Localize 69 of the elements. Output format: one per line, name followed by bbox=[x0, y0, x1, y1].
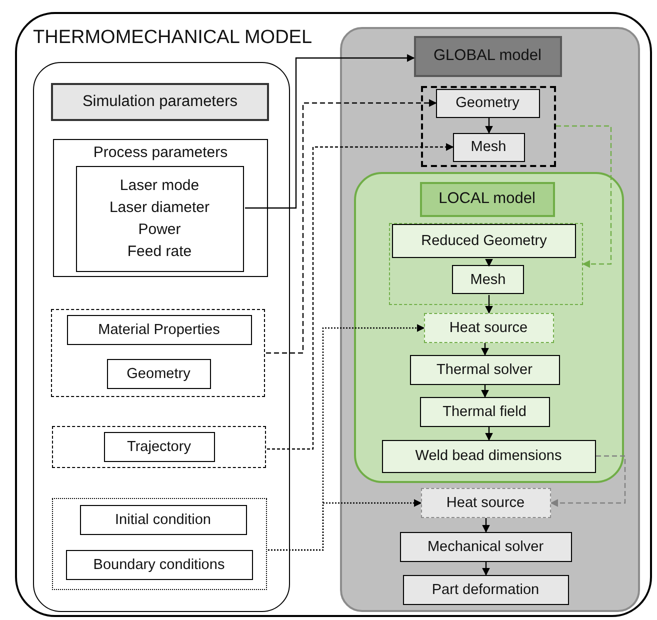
node-label: Part deformation bbox=[432, 582, 540, 598]
process-box bbox=[80, 504, 246, 534]
process-box bbox=[452, 132, 524, 162]
group-box bbox=[53, 139, 268, 277]
dashed-group bbox=[388, 222, 582, 304]
node-label: GLOBAL model bbox=[434, 47, 542, 65]
node-label: Thermal field bbox=[442, 404, 526, 420]
arrow bbox=[482, 518, 490, 533]
node-label: Boundary conditions bbox=[93, 556, 225, 572]
process-box bbox=[452, 265, 524, 294]
arrow bbox=[245, 54, 415, 209]
arrow bbox=[267, 143, 454, 450]
arrow bbox=[481, 385, 489, 398]
dashed-group bbox=[52, 426, 266, 468]
node-label: Mesh bbox=[470, 272, 506, 288]
node-label: Reduced Geometry bbox=[421, 233, 547, 249]
dotted-group bbox=[52, 498, 267, 590]
arrow bbox=[550, 455, 626, 507]
header-box bbox=[414, 36, 562, 76]
arrow bbox=[268, 499, 422, 551]
node-label: Initial condition bbox=[115, 512, 211, 528]
arrow bbox=[482, 562, 490, 576]
parameter-list-box bbox=[76, 166, 244, 272]
process-box bbox=[104, 432, 214, 462]
dashed-group bbox=[51, 309, 265, 397]
process-box bbox=[66, 314, 252, 344]
node-label: Mechanical solver bbox=[427, 538, 544, 554]
parameter-label: Laser mode bbox=[120, 176, 200, 196]
node-label: Material Properties bbox=[98, 322, 220, 338]
process-box bbox=[410, 354, 560, 384]
arrow bbox=[485, 118, 493, 134]
input-panel bbox=[32, 62, 290, 612]
node-label: Trajectory bbox=[127, 438, 191, 454]
diagram-heading: THERMOMECHANICAL MODEL bbox=[33, 27, 312, 49]
process-box bbox=[436, 88, 540, 118]
process-box bbox=[420, 488, 550, 518]
process-box bbox=[420, 396, 550, 426]
process-box bbox=[392, 224, 576, 258]
arrow bbox=[556, 125, 612, 268]
header-box bbox=[51, 83, 269, 121]
local-panel bbox=[354, 172, 624, 482]
process-box bbox=[106, 358, 210, 388]
header-box bbox=[420, 182, 554, 216]
node-label: Weld bead dimensions bbox=[415, 448, 562, 464]
process-box bbox=[400, 532, 572, 562]
arrow bbox=[481, 343, 489, 356]
global-panel bbox=[340, 26, 640, 612]
process-box bbox=[66, 550, 252, 580]
process-box bbox=[382, 440, 596, 472]
arrow bbox=[485, 295, 493, 314]
dashed-group bbox=[420, 86, 556, 166]
parameter-label: Laser diameter bbox=[109, 198, 210, 218]
parameter-label: Feed rate bbox=[127, 242, 192, 262]
arrow bbox=[485, 258, 493, 267]
node-label: Heat source bbox=[446, 494, 525, 510]
node-label: Geometry bbox=[126, 366, 190, 382]
node-label: Thermal solver bbox=[436, 362, 532, 378]
arrow bbox=[266, 99, 437, 354]
process-box bbox=[424, 312, 554, 342]
node-label: LOCAL model bbox=[438, 190, 536, 208]
parameter-label: Power bbox=[138, 220, 181, 240]
node-label: Mesh bbox=[470, 139, 506, 155]
node-label: Heat source bbox=[449, 320, 528, 336]
process-box bbox=[402, 574, 568, 604]
node-label: Geometry bbox=[456, 95, 520, 111]
arrow bbox=[485, 427, 493, 441]
model-frame bbox=[15, 12, 652, 617]
node-label: Simulation parameters bbox=[82, 93, 238, 111]
group-label: Process parameters bbox=[92, 144, 229, 161]
